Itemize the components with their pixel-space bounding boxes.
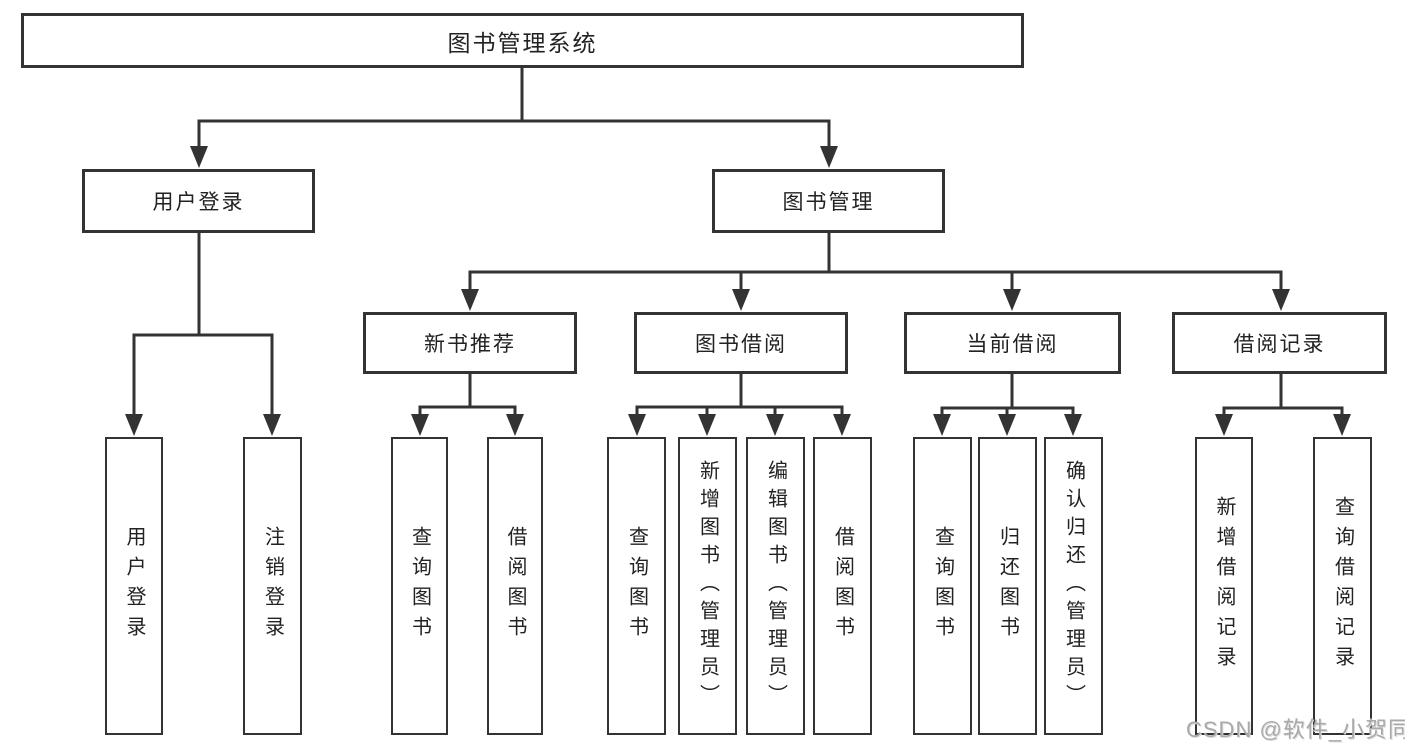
node-book-borrow: 图书借阅 [634,312,848,374]
leaf-br-query-record-label: 查询借阅记录 [1331,496,1354,676]
leaf-user-login: 用户登录 [105,437,163,735]
leaf-cb-query-book-label: 查询图书 [931,526,954,646]
node-root-label: 图书管理系统 [447,29,598,56]
leaf-cb-query-book: 查询图书 [913,437,972,735]
node-borrow-records-label: 借阅记录 [1233,333,1326,356]
leaf-logout-label: 注销登录 [261,526,284,646]
node-user-login-label: 用户登录 [152,191,245,214]
node-current-borrow: 当前借阅 [904,312,1121,374]
leaf-bb-borrow-book: 借阅图书 [813,437,872,735]
leaf-cb-confirm-return-label: 确认归还（管理员） [1062,460,1085,712]
node-new-book-recommend-label: 新书推荐 [424,333,516,356]
node-borrow-records: 借阅记录 [1172,312,1387,374]
node-root: 图书管理系统 [21,13,1024,68]
leaf-br-add-record-label: 新增借阅记录 [1213,496,1235,676]
leaf-nb-borrow-book: 借阅图书 [487,437,543,735]
leaf-user-login-label: 用户登录 [123,526,145,646]
node-new-book-recommend: 新书推荐 [363,312,577,374]
leaf-bb-query-book: 查询图书 [607,437,666,735]
csdn-watermark: CSDN @软件_小贺同学 [1186,717,1405,742]
leaf-cb-confirm-return: 确认归还（管理员） [1044,437,1103,735]
leaf-bb-add-book-label: 新增图书（管理员） [696,460,719,712]
node-current-borrow-label: 当前借阅 [966,333,1059,356]
leaf-logout: 注销登录 [243,437,302,735]
leaf-nb-query-book-label: 查询图书 [408,526,431,646]
leaf-br-add-record: 新增借阅记录 [1195,437,1253,735]
leaf-bb-add-book: 新增图书（管理员） [678,437,737,735]
leaf-br-query-record: 查询借阅记录 [1313,437,1372,735]
leaf-bb-query-book-label: 查询图书 [625,526,648,646]
leaf-bb-edit-book-label: 编辑图书（管理员） [764,460,787,712]
leaf-nb-query-book: 查询图书 [391,437,448,735]
leaf-bb-edit-book: 编辑图书（管理员） [746,437,805,735]
leaf-bb-borrow-book-label: 借阅图书 [831,526,854,646]
leaf-cb-return-book-label: 归还图书 [996,526,1019,646]
node-book-management-label: 图书管理 [782,191,875,214]
node-book-borrow-label: 图书借阅 [695,333,787,356]
node-user-login: 用户登录 [82,169,315,233]
node-book-management: 图书管理 [712,169,945,233]
leaf-nb-borrow-book-label: 借阅图书 [504,526,526,646]
leaf-cb-return-book: 归还图书 [978,437,1037,735]
